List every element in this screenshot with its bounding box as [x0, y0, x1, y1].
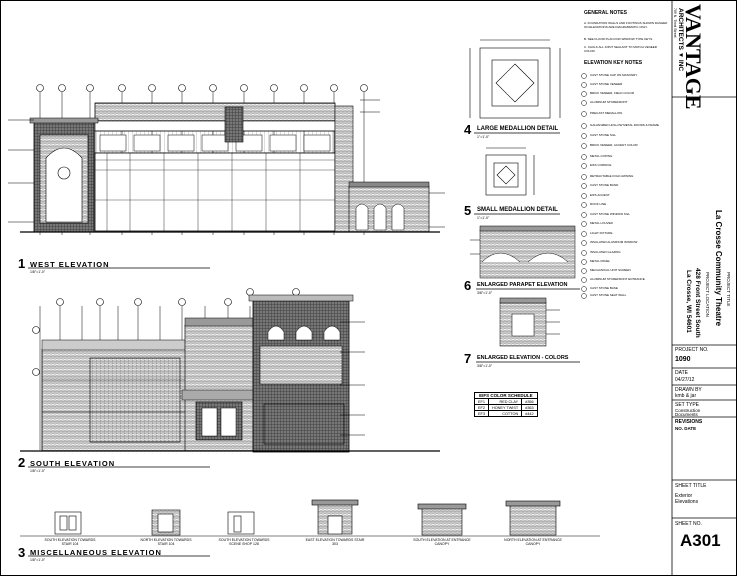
misc-elevation-scale: 1/8"=1'-0" [30, 558, 46, 562]
west-elevation-scale: 1/8"=1'-0" [30, 270, 46, 274]
keynote: METAL COPING [590, 154, 613, 158]
set-type-label: SET TYPE [675, 402, 699, 408]
set-type-2: Documents [675, 412, 698, 417]
south-elevation-title: SOUTH ELEVATION [30, 459, 116, 468]
project-title: La Crosse Community Theatre [714, 210, 723, 327]
small-medallion-number: 5 [464, 203, 472, 218]
drawn-by-value: kmb & jar [675, 393, 697, 399]
parapet-drawing [470, 225, 576, 279]
misc-label: SOUTH ELEVATION TOWARDS STAIR 104 [44, 538, 96, 546]
sheet-title-label: SHEET TITLE [675, 483, 707, 489]
keynote: INSULATED ALUMINUM WINDOW [590, 240, 638, 244]
misc-label: SOUTH ELEVATION TOWARDS SCENE SHOP 128 [218, 538, 270, 546]
keynote: ROOF LINE [590, 202, 607, 206]
project-no: 1090 [675, 356, 691, 363]
misc-label: EAST ELEVATION TOWARDS STAIR 303 [305, 538, 365, 546]
large-medallion-scale: 1"=1'-0" [477, 135, 490, 139]
large-medallion-title: LARGE MEDALLION DETAIL [477, 126, 559, 132]
sheet-no-label: SHEET NO. [675, 521, 702, 527]
large-medallion-number: 4 [464, 122, 472, 137]
west-elevation-drawing [8, 84, 445, 235]
keynote: CAST STONE BAND [590, 183, 619, 187]
misc-label: SOUTH ELEVATION AT ENTRANCE CANOPY [413, 538, 471, 546]
keynote: CAST STONE BASE [590, 286, 618, 290]
keynote: METAL PANEL [590, 259, 611, 263]
keynote: CAST STONE SEAT WALL [590, 293, 627, 297]
sheet-title-1: Exterior [675, 493, 693, 499]
date-value: 04/27/12 [675, 377, 695, 383]
misc-elevation-number: 3 [18, 545, 26, 560]
project-title-label: PROJECT TITLE [726, 272, 731, 307]
revisions-columns: NO. DATE [675, 426, 697, 431]
firm-subtitle: ARCHITECTS ▼ INC [677, 8, 684, 72]
general-note-b: B. SEE FLOOR PLAN FOR WINDOW TYPE KEYS. [584, 37, 653, 41]
south-elevation-number: 2 [18, 455, 26, 470]
eifs-name: COTTON [487, 410, 523, 417]
parapet-number: 6 [464, 278, 472, 293]
table-row: EF3 COTTON #442 [474, 410, 538, 417]
keynote: BRICK VENEER, ACCENT COLOR [590, 143, 638, 147]
colors-title: ENLARGED ELEVATION - COLORS [477, 355, 569, 361]
west-elevation-title: WEST ELEVATION [30, 260, 110, 269]
misc-elevations-drawing [20, 499, 600, 537]
eifs-number: #442 [521, 410, 538, 417]
parapet-title: ENLARGED PARAPET ELEVATION [477, 282, 568, 288]
misc-label: NORTH ELEVATION AT ENTRANCE CANOPY [504, 538, 562, 546]
project-location-1: 428 Front Street South [694, 268, 701, 338]
project-location-2: La Crosse, WI 54601 [685, 270, 692, 333]
keynote: CAST STONE CAP ON MASONRY [590, 73, 638, 77]
west-elevation-number: 1 [18, 256, 26, 271]
keynotes-heading: ELEVATION KEY NOTES [584, 60, 643, 66]
small-medallion-scale: 1"=1'-0" [477, 216, 490, 220]
small-medallion-title: SMALL MEDALLION DETAIL [477, 207, 558, 213]
revisions-label: REVISIONS [675, 419, 703, 425]
keynote: GALVANIZED HOLLOW METAL DOORS & FRAME [590, 123, 659, 127]
firm-address: 709 N. Third Street [673, 8, 677, 38]
eifs-schedule-title: EIFS COLOR SCHEDULE [474, 392, 538, 399]
misc-elevation-title: MISCELLANEOUS ELEVATION [30, 548, 162, 557]
keynote: ALUMINUM STOREFRONT [590, 100, 628, 104]
misc-label: NORTH ELEVATION TOWARDS STAIR 104 [140, 538, 192, 546]
general-note-c: C. CAULK ALL JOINT SEALANT TO MATCH VENE… [584, 45, 657, 53]
date-label: DATE [675, 370, 688, 376]
keynote: PRECAST MEDALLION [590, 111, 623, 115]
project-no-label: PROJECT NO. [675, 347, 709, 353]
colors-number: 7 [464, 351, 472, 366]
colors-drawing [499, 297, 560, 347]
eifs-color-schedule: EIFS COLOR SCHEDULE EF1 RED CLAY #356 EF… [474, 392, 538, 417]
keynote: MECHANICAL UNIT SCREEN [590, 268, 631, 272]
keynote: INSULATED GLAZING [590, 250, 621, 254]
set-type-1: Construction [675, 408, 701, 413]
colors-scale: 3/8"=1'-0" [477, 364, 493, 368]
keynote: METAL LOUVER [590, 221, 613, 225]
keynote: LIGHT FIXTURE [590, 231, 613, 235]
keynote: EIFS ACCENT [590, 193, 610, 197]
parapet-scale: 3/8"=1'-0" [477, 291, 493, 295]
keynote: CAST STONE SILL [590, 133, 617, 137]
keynote-bullets [581, 73, 587, 299]
project-location-label: PROJECT LOCATION [705, 272, 710, 317]
keynote: BRICK VENEER, FIELD COLOR [590, 91, 635, 95]
sheet-number: A301 [680, 531, 721, 550]
small-medallion-drawing [485, 147, 535, 196]
general-note-a: A. FOUNDATION WALLS AND FOOTINGS SHOWN D… [584, 21, 668, 29]
drawn-by-label: DRAWN BY [675, 387, 702, 393]
south-elevation-drawing [20, 288, 440, 453]
eifs-code: EF3 [474, 410, 489, 417]
keynote: CAST STONE VENEER [590, 82, 623, 86]
keynote: ALUMINUM STOREFRONT ENTRANCE [590, 277, 645, 281]
keynote: RETRACTABLE FOLD AWNING [590, 174, 634, 178]
keynote: EIFS CORNICE [590, 163, 612, 167]
south-elevation-scale: 1/8"=1'-0" [30, 469, 46, 473]
keynote: CAST STONE WINDOW SILL [590, 212, 631, 216]
general-notes-heading: GENERAL NOTES [584, 10, 627, 16]
large-medallion-drawing [469, 39, 561, 119]
sheet-title-2: Elevations [675, 499, 699, 505]
